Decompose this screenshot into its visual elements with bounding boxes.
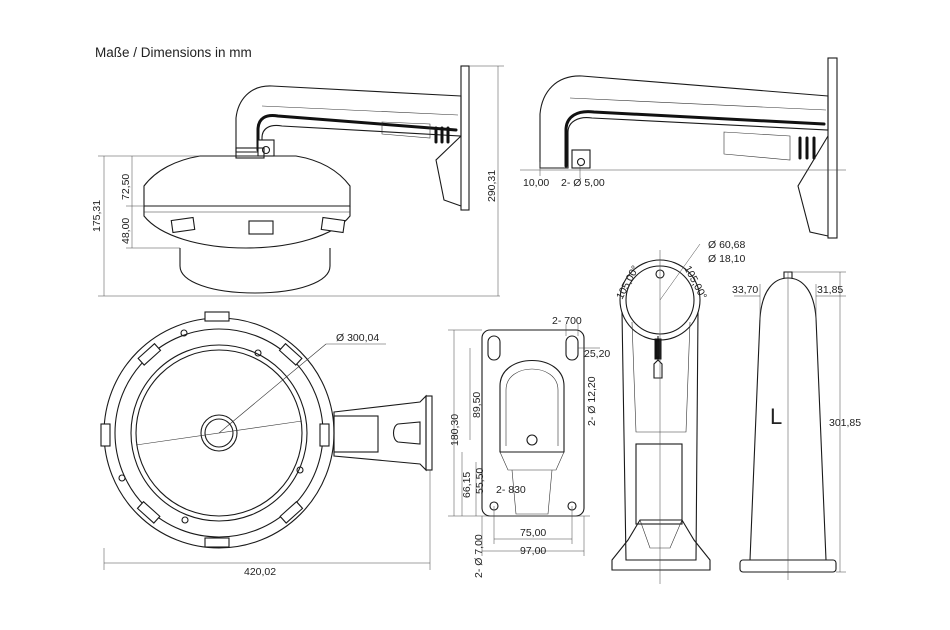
drawing-title: Maße / Dimensions in mm	[95, 45, 252, 60]
wall-plate-front	[448, 324, 600, 556]
dim-2x-d5-00: 2- Ø 5,00	[561, 177, 605, 189]
dim-301-85: 301,85	[829, 417, 861, 429]
dim-180-30: 180,30	[449, 414, 461, 446]
dim-2x-830: 2- 830	[496, 484, 526, 496]
dim-72-50: 72,50	[120, 174, 132, 200]
dim-31-85: 31,85	[817, 284, 843, 296]
column-mark-l: L	[770, 404, 782, 429]
dim-d60-68: Ø 60,68	[708, 239, 746, 251]
dim-2x-700: 2- 700	[552, 315, 582, 327]
dim-25-20: 25,20	[584, 348, 610, 360]
arm-front-view	[611, 243, 711, 584]
dim-175-31: 175,31	[91, 200, 103, 232]
dim-420-02: 420,02	[244, 566, 276, 578]
side-view-bracket	[520, 57, 846, 239]
dim-66-15: 66,15	[461, 472, 473, 498]
dim-55-50: 55,50	[474, 468, 486, 494]
dim-10-00: 10,00	[523, 177, 549, 189]
dimension-labels: 175,31 72,50 48,00 290,31 10,00 2- Ø 5,0…	[91, 170, 861, 578]
dim-290-31: 290,31	[486, 170, 498, 202]
dim-d300-04: Ø 300,04	[336, 332, 379, 344]
dim-75-00: 75,00	[520, 527, 546, 539]
dim-89-50: 89,50	[471, 392, 483, 418]
dim-2x-d7-00: 2- Ø 7,00	[473, 534, 485, 578]
dim-97-00: 97,00	[520, 545, 546, 557]
dim-d18-10: Ø 18,10	[708, 253, 746, 265]
top-view	[100, 311, 433, 570]
dim-105-a: 105,00°	[614, 264, 642, 302]
column-view	[734, 271, 846, 580]
dim-2x-d12-20: 2- Ø 12,20	[586, 376, 598, 426]
dim-105-b: 105,00°	[681, 264, 709, 302]
dim-48-00: 48,00	[120, 218, 132, 244]
dim-33-70: 33,70	[732, 284, 758, 296]
side-view-with-camera	[98, 65, 504, 297]
